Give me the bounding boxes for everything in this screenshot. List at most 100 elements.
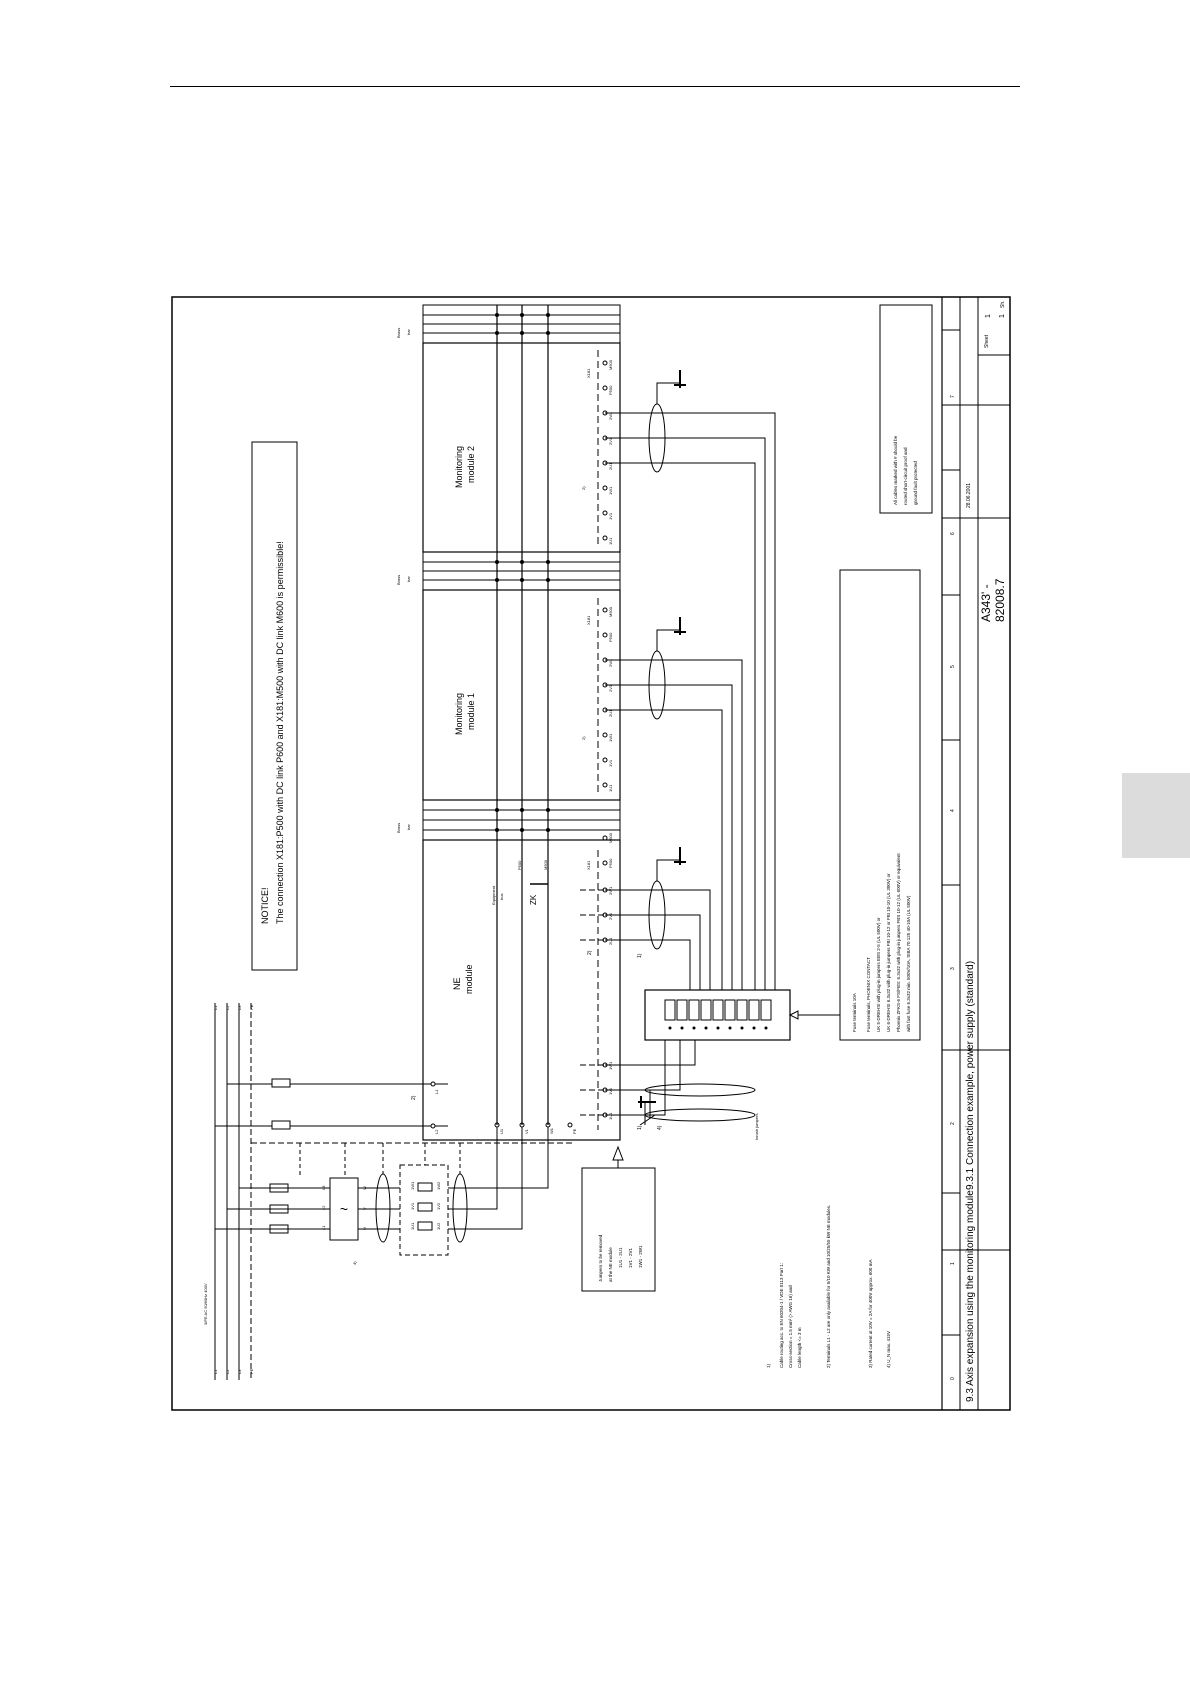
svg-text:All cables marked with # shoul: All cables marked with # should be xyxy=(893,435,898,505)
svg-text:Monitoring: Monitoring xyxy=(454,693,464,735)
svg-text:Jumpers to be removed: Jumpers to be removed xyxy=(598,1234,603,1282)
svg-text:2: 2 xyxy=(950,1122,956,1125)
svg-text:V1: V1 xyxy=(524,1128,529,1134)
svg-text:M500: M500 xyxy=(543,859,548,870)
svg-text:Brass: Brass xyxy=(396,575,401,585)
footnotes: 1) Cable routing acc. to EN 60204-1 / VD… xyxy=(766,1205,891,1368)
svg-text:2): 2) xyxy=(587,950,593,955)
svg-text:5: 5 xyxy=(950,665,956,668)
svg-text:1W1: 1W1 xyxy=(608,486,613,495)
svg-text:P500: P500 xyxy=(608,385,613,395)
column-numbers: 0 1 2 3 4 5 6 7 xyxy=(950,395,956,1380)
svg-text:with fast fuse 6.3x32 min. 500: with fast fuse 6.3x32 min. 500V/10A, SIB… xyxy=(906,895,911,1032)
svg-text:3) Rated current at 10V = 2A f: 3) Rated current at 10V = 2A for 400V ap… xyxy=(868,1260,873,1368)
svg-text:routed short-circuit proof and: routed short-circuit proof and xyxy=(903,447,908,505)
svg-text:1U2: 1U2 xyxy=(436,1222,441,1230)
svg-text:ZK: ZK xyxy=(529,894,538,905)
doc-number-2: 82008.7 xyxy=(993,578,1007,622)
svg-text:L3: L3 xyxy=(237,1369,242,1374)
svg-text:W1: W1 xyxy=(549,1127,554,1134)
doc-number-1: A343' - xyxy=(979,584,993,622)
svg-text:Cable length <= 3 m: Cable length <= 3 m xyxy=(797,1327,802,1368)
svg-text:4): 4) xyxy=(352,1261,357,1265)
svg-text:2V1: 2V1 xyxy=(608,912,613,920)
supply-label: 3/PE AC 50/60Hz 400V xyxy=(203,1283,208,1325)
svg-text:1U1: 1U1 xyxy=(608,1112,613,1120)
notice-box xyxy=(251,441,298,971)
svg-text:1V1: 1V1 xyxy=(608,512,613,520)
svg-text:1V1: 1V1 xyxy=(410,1202,415,1210)
svg-text:2) Terminals L1 - L2 are only: 2) Terminals L1 - L2 are only available … xyxy=(826,1205,831,1368)
svg-text:1: 1 xyxy=(950,1262,956,1265)
notice-text: The connection X181:P500 with DC link P6… xyxy=(275,541,285,924)
drawing-frame xyxy=(171,296,1011,1411)
svg-text:Fuse terminals 10A: Fuse terminals 10A xyxy=(852,993,857,1032)
svg-text:2V1: 2V1 xyxy=(608,684,613,692)
svg-text:L2: L2 xyxy=(225,1005,230,1010)
supply-lines xyxy=(214,1003,252,1380)
svg-text:L3: L3 xyxy=(321,1185,326,1190)
svg-text:L2: L2 xyxy=(225,1369,230,1374)
svg-text:2U1: 2U1 xyxy=(608,937,613,945)
date-text: 28.06.2001 xyxy=(966,483,972,508)
svg-text:X181: X181 xyxy=(586,368,591,378)
svg-text:M500: M500 xyxy=(608,359,613,370)
svg-text:X181: X181 xyxy=(586,860,591,870)
svg-text:Brass: Brass xyxy=(396,328,401,338)
svg-text:2U1: 2U1 xyxy=(608,462,613,470)
svg-text:U1: U1 xyxy=(499,1128,504,1134)
svg-text:2W1: 2W1 xyxy=(608,658,613,667)
svg-text:X181: X181 xyxy=(586,615,591,625)
svg-text:~: ~ xyxy=(340,1201,348,1217)
svg-text:bar: bar xyxy=(406,824,411,830)
sheet-of-label: Sh. xyxy=(1000,300,1006,308)
svg-text:2V1: 2V1 xyxy=(608,437,613,445)
svg-text:M500: M500 xyxy=(608,606,613,617)
svg-text:1): 1) xyxy=(766,1363,771,1368)
svg-text:Phoenix ZFKS-6 FS/FBS: 6.3x32: Phoenix ZFKS-6 FS/FBS: 6.3x32 with plug-… xyxy=(896,853,901,1032)
svg-text:bar: bar xyxy=(406,576,411,582)
svg-text:2): 2) xyxy=(581,736,586,740)
svg-text:1W1 - 2W1: 1W1 - 2W1 xyxy=(638,1245,643,1268)
svg-text:3: 3 xyxy=(950,967,956,970)
svg-text:Equipment: Equipment xyxy=(491,885,496,905)
svg-text:L2: L2 xyxy=(434,1129,439,1134)
svg-text:4) U_N max. 415V: 4) U_N max. 415V xyxy=(886,1331,891,1368)
svg-text:P500: P500 xyxy=(517,860,522,870)
svg-text:L2: L2 xyxy=(321,1205,326,1210)
reactor-box xyxy=(399,1164,449,1256)
svg-text:PE: PE xyxy=(249,1004,254,1010)
svg-text:PE: PE xyxy=(572,1128,577,1134)
svg-text:M500: M500 xyxy=(608,832,613,843)
sheet-label: Sheet xyxy=(984,334,990,348)
svg-text:module 1: module 1 xyxy=(466,693,476,730)
ne-module-label-1: NE xyxy=(452,977,462,990)
svg-text:1W2: 1W2 xyxy=(436,1181,441,1190)
svg-text:ground fault protected: ground fault protected xyxy=(913,461,918,505)
svg-text:1U1 - 2U1: 1U1 - 2U1 xyxy=(618,1247,623,1268)
svg-text:1V1: 1V1 xyxy=(608,1087,613,1095)
svg-text:1U1: 1U1 xyxy=(608,784,613,792)
svg-text:1V1: 1V1 xyxy=(608,759,613,767)
chapter-tab xyxy=(1122,773,1190,858)
ne-module-label-2: module xyxy=(464,964,474,994)
svg-text:2): 2) xyxy=(581,486,586,490)
svg-text:Fuse terminals, PHOENIX CONTAC: Fuse terminals, PHOENIX CONTACT xyxy=(866,957,871,1032)
svg-text:4: 4 xyxy=(950,809,956,812)
svg-text:1): 1) xyxy=(637,953,643,958)
svg-text:6: 6 xyxy=(950,532,956,535)
inrush-label: Inrush jumpers xyxy=(754,1114,759,1140)
svg-text:UK 6-DREHSI 6.3x32 with plug-i: UK 6-DREHSI 6.3x32 with plug-in jumpers … xyxy=(886,873,891,1032)
svg-text:Monitoring: Monitoring xyxy=(454,446,464,488)
line-filter xyxy=(329,1177,359,1241)
svg-text:2): 2) xyxy=(411,1095,417,1100)
svg-text:bar: bar xyxy=(406,329,411,335)
svg-text:module 2: module 2 xyxy=(466,446,476,483)
svg-text:Brass: Brass xyxy=(396,823,401,833)
svg-text:1W1: 1W1 xyxy=(410,1181,415,1190)
svg-text:L1: L1 xyxy=(213,1369,218,1374)
monitoring-module-2 xyxy=(422,342,621,553)
svg-text:L1: L1 xyxy=(321,1225,326,1230)
svg-text:bus: bus xyxy=(499,894,504,900)
